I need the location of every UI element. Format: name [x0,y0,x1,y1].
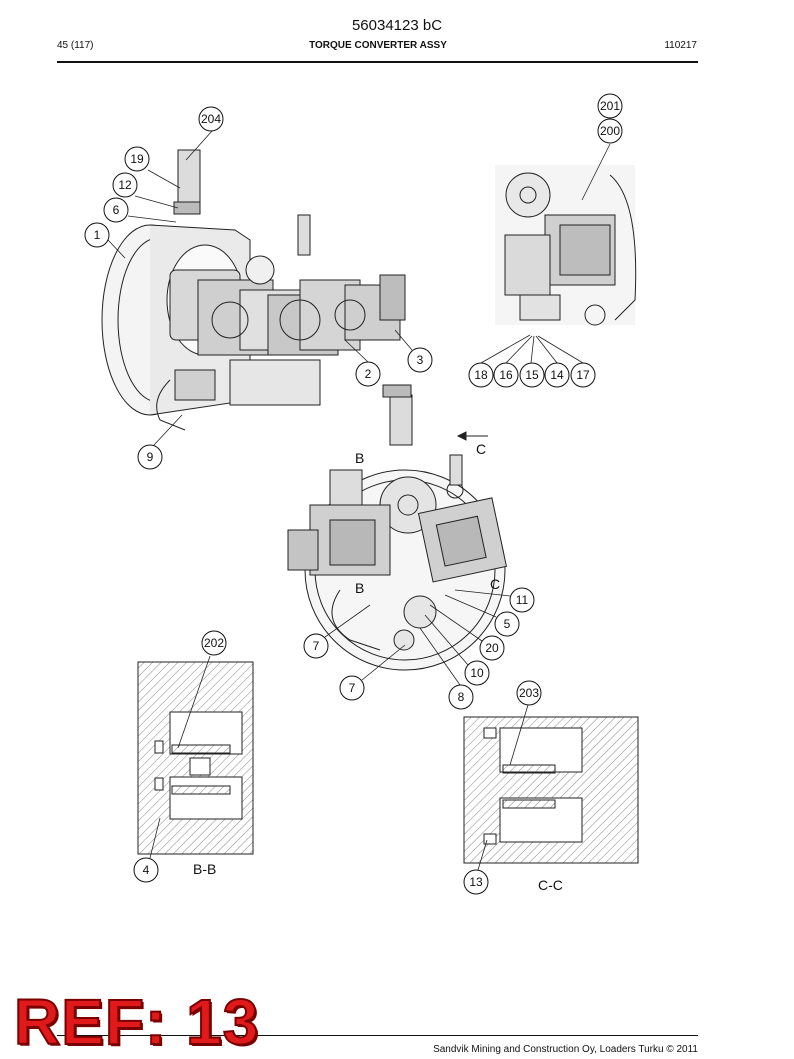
header-rule [57,61,698,63]
section-label-b-top: B [355,450,364,466]
svg-text:20: 20 [485,641,499,655]
callout-11: 11 [509,587,535,613]
svg-text:2: 2 [365,367,372,381]
svg-text:14: 14 [550,368,564,382]
section-bb-illustration [137,661,254,855]
callout-19: 19 [124,146,150,172]
callout-4: 4 [133,857,159,883]
callout-6: 6 [103,197,129,223]
svg-text:16: 16 [499,368,513,382]
svg-text:3: 3 [417,353,424,367]
callout-204: 204 [198,106,224,132]
callout-13: 13 [463,869,489,895]
svg-text:12: 12 [118,178,132,192]
svg-text:15: 15 [525,368,539,382]
main-assembly-illustration [101,149,406,431]
callout-18: 18 [468,362,494,388]
callout-3: 3 [407,347,433,373]
callout-5: 5 [494,611,520,637]
leader-lines [107,130,611,871]
callout-9: 9 [137,444,163,470]
detail-view-illustration [495,165,637,326]
callout-17: 17 [570,362,596,388]
callout-16: 16 [493,362,519,388]
document-title: TORQUE CONVERTER ASSY [309,40,447,51]
callout-203: 203 [516,680,542,706]
svg-text:11: 11 [516,593,529,607]
section-label-c-bottom: C [490,576,500,592]
callout-201: 201 [597,93,623,119]
svg-text:13: 13 [469,875,483,889]
callout-2: 2 [355,361,381,387]
callout-10: 10 [464,660,490,686]
page-count: 45 (117) [57,40,94,51]
section-title-bb: B-B [193,861,216,877]
callout-7: 7 [339,675,365,701]
svg-text:203: 203 [519,686,539,700]
svg-text:202: 202 [204,636,224,650]
document-code: 110217 [664,40,697,51]
ref-stamp: REF: 13 [13,985,260,1059]
footer-rule [57,1035,698,1036]
footer-copyright: Sandvik Mining and Construction Oy, Load… [433,1044,698,1055]
section-label-c-top: C [476,441,486,457]
svg-text:4: 4 [143,863,150,877]
callout-8: 8 [448,684,474,710]
svg-text:1: 1 [94,228,101,242]
callout-7: 7 [303,633,329,659]
front-view-illustration [287,384,508,671]
document-number: 56034123 bC [351,17,443,34]
callout-1: 1 [84,222,110,248]
section-title-cc: C-C [538,877,563,893]
svg-text:5: 5 [504,617,511,631]
callout-15: 15 [519,362,545,388]
svg-text:200: 200 [600,124,620,138]
callout-202: 202 [201,630,227,656]
svg-text:6: 6 [113,203,120,217]
callout-20: 20 [479,635,505,661]
svg-text:201: 201 [600,99,620,113]
svg-text:7: 7 [313,639,320,653]
svg-text:9: 9 [147,450,154,464]
svg-text:17: 17 [576,368,590,382]
svg-text:204: 204 [201,112,221,126]
callout-12: 12 [112,172,138,198]
svg-text:19: 19 [130,152,144,166]
svg-text:18: 18 [474,368,488,382]
callout-200: 200 [597,118,623,144]
callout-14: 14 [544,362,570,388]
svg-text:10: 10 [470,666,484,680]
svg-text:7: 7 [349,681,356,695]
svg-text:8: 8 [458,690,465,704]
section-cc-illustration [463,716,639,864]
section-label-b-bottom: B [355,580,364,596]
